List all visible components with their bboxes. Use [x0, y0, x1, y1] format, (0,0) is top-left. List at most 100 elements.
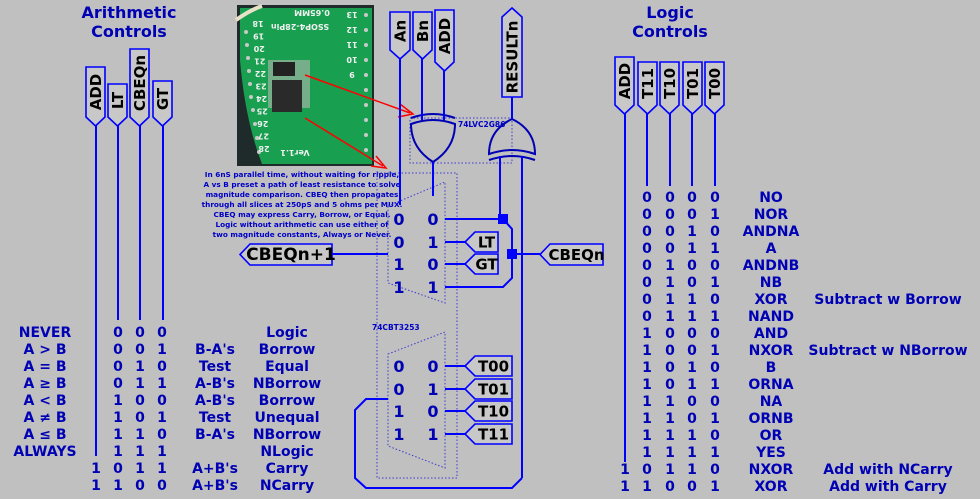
arith-pin-gt-label: GT [154, 87, 172, 110]
logic-bit: 1 [665, 445, 675, 461]
breakout-board-photo: 13121110918192021222324252627280.65MMSSO… [234, 4, 374, 166]
note-line: CBEQ may express Carry, Borrow, or Equal… [214, 210, 391, 219]
logic-function: NA [760, 394, 783, 410]
logic-bit: 1 [642, 428, 652, 444]
logic-function: XOR [755, 479, 788, 495]
arith-bit: 0 [113, 359, 123, 375]
logic-function: NO [759, 190, 783, 206]
arith-condition: A = B [24, 359, 67, 375]
mux2-select-bit: 0 [427, 357, 438, 376]
carry-in-pin-label: CBEQn [548, 246, 604, 264]
logic-bit: 0 [665, 343, 675, 359]
logic-pin-t01-shape [682, 61, 703, 116]
logic-bit: 0 [687, 394, 697, 410]
logic-pin-t10-label: T10 [661, 68, 679, 99]
logic-bit: 0 [687, 326, 697, 342]
mux-t10-pin[interactable]: T10 [463, 400, 513, 422]
logic-bit: 1 [642, 377, 652, 393]
arith-pin-lt[interactable]: LT [107, 83, 128, 128]
arith-operation: B-A's [195, 427, 235, 443]
carry-out-pin[interactable]: CBEQn+1 [238, 243, 336, 266]
logic-bit: 0 [710, 360, 720, 376]
logic-pin-t10[interactable]: T10 [659, 61, 680, 116]
board-pin-number: 21 [254, 57, 266, 66]
logic-add-bit: 1 [620, 479, 630, 495]
logic-bit: 1 [642, 479, 652, 495]
logic-bit: 1 [710, 275, 720, 291]
arith-pin-add[interactable]: ADD [85, 66, 106, 128]
board-pin-number: 20 [253, 44, 265, 53]
logic-pin-t00[interactable]: T00 [704, 61, 725, 116]
input-pin-an[interactable]: An [389, 11, 411, 61]
mux1-select-bit: 0 [427, 210, 438, 229]
logic-pin-t11-label: T11 [639, 68, 657, 99]
mux-lt-pin[interactable]: LT [463, 231, 499, 253]
logic-function: A [766, 241, 777, 257]
arith-bit: 0 [135, 410, 145, 426]
xor-gate-input [409, 113, 457, 164]
mux2-select-bit: 1 [393, 425, 404, 444]
logic-bit: 1 [710, 343, 720, 359]
output-pin-resultn[interactable]: RESULTn [501, 6, 523, 98]
mux-gt-pin[interactable]: GT [463, 253, 499, 275]
logic-bit: 0 [665, 241, 675, 257]
input-pin-bn[interactable]: Bn [412, 11, 433, 61]
mux-lt-pin-label: LT [478, 234, 496, 252]
logic-note: Subtract w Borrow [814, 292, 962, 308]
logic-bit: 1 [710, 241, 720, 257]
logic-bit: 1 [687, 377, 697, 393]
board-pin-number: 26 [257, 119, 269, 128]
logic-bit: 0 [687, 275, 697, 291]
logic-function: NOR [754, 207, 789, 223]
arith-condition: A ≤ B [24, 427, 67, 443]
input-pin-bn-label: Bn [414, 20, 432, 42]
explanation-note: In 6nS parallel time, without waiting fo… [202, 170, 403, 239]
logic-pin-t01[interactable]: T01 [682, 61, 703, 116]
logic-note: Add with Carry [829, 479, 947, 495]
mux-gt-pin-label: GT [475, 256, 498, 274]
board-pin-number: 19 [253, 32, 265, 41]
arith-add-bit: 1 [91, 461, 101, 477]
logic-bit: 0 [665, 377, 675, 393]
arith-bit: 0 [157, 478, 167, 494]
junction-dot [507, 249, 517, 259]
logic-add-bit: 1 [620, 462, 630, 478]
arith-pin-cbeqn[interactable]: CBEQn [129, 48, 150, 128]
arith-pin-gt[interactable]: GT [152, 80, 173, 128]
mux-t00-pin-shape [463, 355, 513, 377]
mux-gt-pin-shape [463, 253, 499, 275]
logic-function: ORNA [748, 377, 793, 393]
logic-bit: 0 [665, 190, 675, 206]
mux-t01-pin[interactable]: T01 [463, 378, 513, 400]
mux-t00-pin[interactable]: T00 [463, 355, 513, 377]
logic-pin-t11[interactable]: T11 [637, 61, 658, 116]
logic-bit: 1 [687, 224, 697, 240]
arith-bit: 0 [113, 325, 123, 341]
logic-bit: 1 [642, 326, 652, 342]
mux1-select-bit: 0 [393, 210, 404, 229]
logic-function: NXOR [749, 462, 794, 478]
arith-bit: 0 [157, 427, 167, 443]
mux-t11-pin[interactable]: T11 [463, 423, 513, 445]
board-pin-number: 10 [346, 55, 358, 64]
carry-out-pin-label: CBEQn+1 [246, 245, 336, 265]
carry-in-pin-shape [538, 243, 604, 266]
mux-part-number: 74CBT3253 [372, 323, 420, 332]
logic-bit: 1 [642, 394, 652, 410]
input-pin-add[interactable]: ADD [434, 9, 455, 73]
logic-bit: 1 [710, 445, 720, 461]
carry-in-pin[interactable]: CBEQn [538, 243, 605, 266]
logic-bit: 0 [687, 343, 697, 359]
logic-pin-t01-label: T01 [684, 68, 702, 99]
arith-add-bit: 1 [91, 478, 101, 494]
logic-bit: 1 [687, 309, 697, 325]
logic-pin-add-shape [614, 56, 635, 116]
logic-bit: 1 [687, 241, 697, 257]
carry-out-pin-shape [238, 243, 333, 266]
xor-part-number: 74LVC2G86 [458, 120, 505, 129]
logic-pin-add[interactable]: ADD [614, 56, 635, 116]
logic-bit: 0 [687, 190, 697, 206]
arith-operation: A-B's [195, 393, 235, 409]
arith-operation: Test [199, 410, 232, 426]
